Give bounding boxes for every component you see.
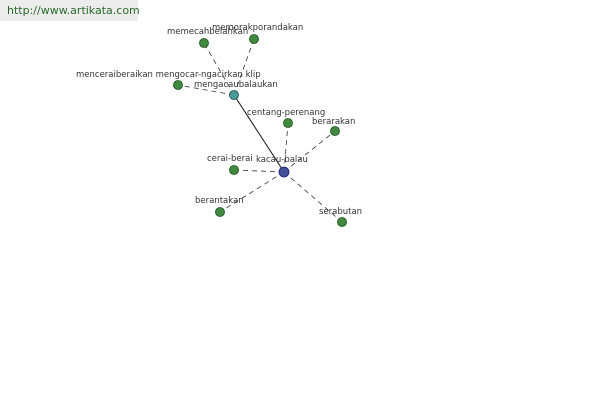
node-berantakan[interactable]: berantakan bbox=[195, 196, 244, 217]
node-berantakan-dot[interactable] bbox=[215, 207, 225, 217]
edge-mengacaubalaukan-menceraiberaikan bbox=[177, 84, 235, 96]
node-berarakan-label: berarakan bbox=[312, 117, 355, 127]
node-kacau-balau-dot[interactable] bbox=[278, 166, 290, 178]
node-memecahbelahkan-dot[interactable] bbox=[199, 38, 209, 48]
node-centang-perenang-label: centang-perenang bbox=[247, 108, 325, 118]
edge-kacau-balau-serabutan bbox=[283, 171, 343, 223]
node-berarakan-dot[interactable] bbox=[330, 126, 340, 136]
node-centang-perenang-dot[interactable] bbox=[283, 118, 293, 128]
edge-kacau-balau-mengacaubalaukan bbox=[233, 94, 285, 173]
node-cerai-berai-label: cerai-berai bbox=[207, 154, 253, 164]
source-link[interactable]: http://www.artikata.com bbox=[7, 4, 140, 17]
node-mengacaubalaukan-label: mengacaubalaukan bbox=[194, 80, 278, 90]
node-serabutan[interactable]: serabutan bbox=[319, 207, 362, 227]
node-mengacaubalaukan-dot[interactable] bbox=[229, 90, 239, 100]
node-memorakporandakan-dot[interactable] bbox=[249, 34, 259, 44]
edges-layer bbox=[177, 38, 343, 223]
edge-kacau-balau-berantakan bbox=[219, 171, 285, 213]
node-memorakporandakan[interactable]: memorakporandakan bbox=[212, 23, 303, 44]
node-memorakporandakan-label: memorakporandakan bbox=[212, 23, 303, 33]
node-menceraiberaikan[interactable]: menceraiberaikan mengocar-ngacirkan klip bbox=[76, 70, 261, 90]
node-serabutan-label: serabutan bbox=[319, 207, 362, 217]
node-berarakan[interactable]: berarakan bbox=[312, 117, 355, 136]
edge-kacau-balau-berarakan bbox=[283, 130, 336, 173]
node-menceraiberaikan-label: menceraiberaikan mengocar-ngacirkan klip bbox=[76, 70, 261, 80]
node-berantakan-label: berantakan bbox=[195, 196, 244, 206]
node-centang-perenang[interactable]: centang-perenang bbox=[247, 108, 325, 128]
edge-kacau-balau-cerai-berai bbox=[233, 169, 285, 173]
edge-kacau-balau-centang-perenang bbox=[283, 122, 289, 173]
source-bar: http://www.artikata.com bbox=[0, 0, 140, 21]
node-kacau-balau-label: kacau-balau bbox=[256, 155, 308, 165]
node-cerai-berai[interactable]: cerai-berai bbox=[207, 154, 253, 175]
node-serabutan-dot[interactable] bbox=[337, 217, 347, 227]
edge-mengacaubalaukan-memorakporandakan bbox=[233, 38, 255, 96]
node-memecahbelahkan[interactable]: memecahbelahkan bbox=[167, 27, 248, 48]
node-menceraiberaikan-dot[interactable] bbox=[173, 80, 183, 90]
edge-mengacaubalaukan-memecahbelahkan bbox=[203, 42, 235, 96]
node-mengacaubalaukan[interactable]: mengacaubalaukan bbox=[194, 80, 278, 100]
node-cerai-berai-dot[interactable] bbox=[229, 165, 239, 175]
node-memecahbelahkan-label: memecahbelahkan bbox=[167, 27, 248, 37]
nodes-layer: memecahbelahkan memorakporandakan mencer… bbox=[76, 23, 362, 227]
node-kacau-balau[interactable]: kacau-balau bbox=[256, 155, 308, 178]
